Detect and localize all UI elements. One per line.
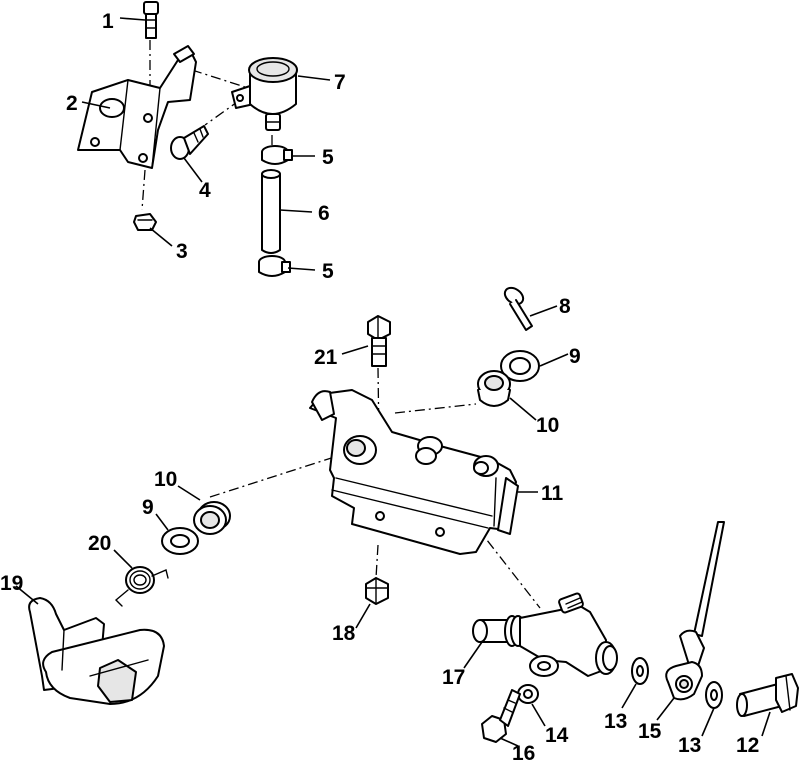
- callout-3: 3: [176, 240, 188, 263]
- callout-9-upper: 9: [569, 345, 581, 368]
- clamp-part-5-lower: [258, 255, 291, 277]
- washer-part-13-right: [705, 681, 723, 709]
- washer-part-14: [517, 684, 539, 704]
- nut-part-18: [365, 577, 389, 605]
- bolt-part-4: [170, 125, 209, 160]
- spring-part-20: [114, 566, 169, 607]
- callout-5-lower: 5: [322, 260, 334, 283]
- callout-8: 8: [559, 295, 571, 318]
- callout-12: 12: [736, 734, 759, 757]
- washer-part-9-lower: [161, 527, 199, 555]
- callout-14: 14: [545, 724, 569, 747]
- callout-11: 11: [541, 482, 564, 505]
- reservoir-part-7: [231, 57, 298, 131]
- shift-rod-part-15: [665, 521, 725, 701]
- callout-18: 18: [332, 622, 356, 645]
- lever-bracket-part-2: [77, 45, 197, 169]
- callout-13-left: 13: [604, 710, 627, 733]
- callout-6: 6: [318, 202, 330, 225]
- washer-part-13-left: [631, 657, 649, 685]
- shift-shaft-part-17: [472, 592, 618, 677]
- hose-part-6: [261, 169, 281, 254]
- bushing-part-10-lower: [193, 501, 231, 535]
- clamp-part-5-upper: [261, 145, 293, 165]
- shift-lever-part-19: [28, 597, 165, 705]
- callout-17: 17: [442, 666, 465, 689]
- callout-21: 21: [314, 346, 338, 369]
- bolt-part-21: [367, 315, 391, 367]
- washer-part-9-upper: [500, 350, 540, 382]
- callout-16: 16: [512, 742, 535, 765]
- bolt-part-12: [736, 673, 799, 717]
- callout-10-upper: 10: [536, 414, 559, 437]
- nut-part-3: [133, 213, 157, 231]
- cotter-pin-part-8: [503, 286, 533, 331]
- callout-10-lower: 10: [154, 468, 177, 491]
- bolt-part-1: [143, 1, 159, 39]
- main-bracket-part-11: [309, 389, 519, 555]
- callout-15: 15: [638, 720, 662, 743]
- callout-4: 4: [199, 179, 211, 202]
- bushing-part-10-upper: [477, 370, 511, 407]
- callout-5-upper: 5: [322, 146, 334, 169]
- bolt-part-16: [481, 689, 521, 743]
- callout-9-lower: 9: [142, 496, 154, 519]
- callout-2: 2: [66, 92, 78, 115]
- leader-lines: [15, 17, 771, 747]
- callout-7: 7: [334, 71, 346, 94]
- callout-labels: 1 2 3 4 5 5 6 7 8 9 10 21 11 10 9 20 19 …: [0, 10, 759, 765]
- callout-20: 20: [88, 532, 111, 555]
- callout-19: 19: [0, 572, 23, 595]
- callout-13-right: 13: [678, 734, 701, 757]
- callout-1: 1: [102, 10, 114, 33]
